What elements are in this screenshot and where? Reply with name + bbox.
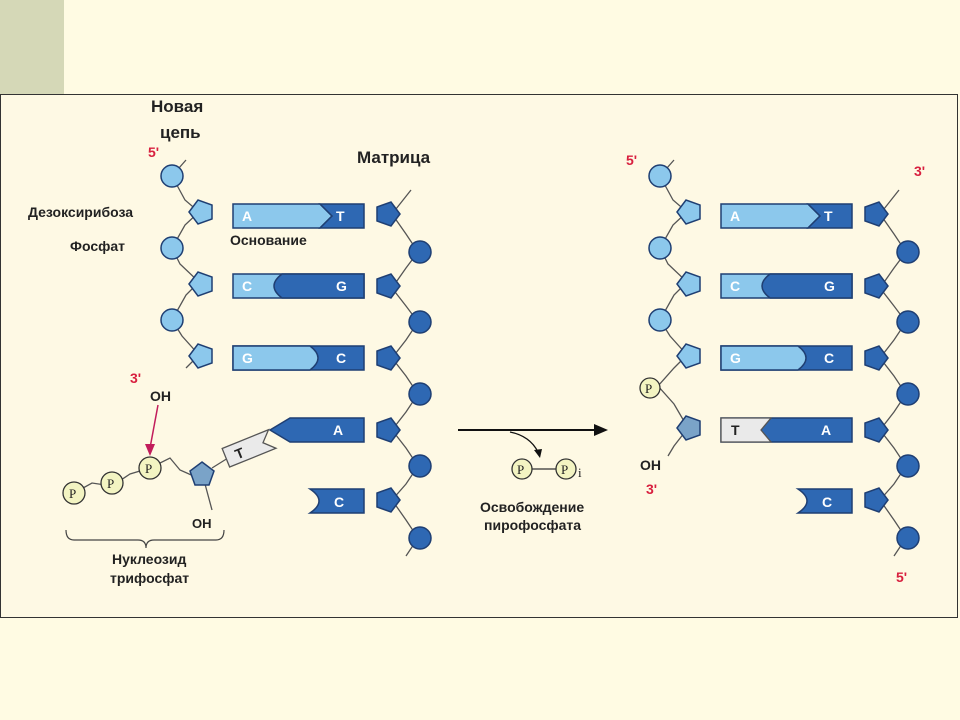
template-phosphate	[896, 454, 920, 478]
template-phosphate	[896, 240, 920, 264]
base-pair-g-c: G C	[720, 345, 853, 371]
incoming-sugar	[189, 461, 215, 486]
template-base-c: C	[307, 488, 365, 514]
phosphate-label: Фосфат	[70, 238, 125, 254]
base-pair-g-c: G C	[232, 345, 365, 371]
right-panel: P A T C G G C	[626, 152, 925, 585]
deoxyribose-label: Дезоксирибоза	[28, 204, 133, 220]
attack-arrow	[149, 404, 159, 449]
template-sugar	[376, 417, 401, 443]
new-strand-label: цепь	[160, 123, 201, 142]
base-letter: C	[336, 350, 346, 366]
base-pair-t-a: T A	[720, 417, 853, 443]
pyrophosphate-circle	[511, 458, 533, 480]
incorporated-sugar	[676, 415, 701, 441]
base-letter: C	[824, 350, 834, 366]
base-letter: C	[730, 278, 740, 294]
oh-label: OH	[192, 516, 212, 531]
template-phosphate	[408, 240, 432, 264]
phosphate-p-label: P	[69, 486, 76, 501]
base-letter: T	[824, 208, 833, 224]
base-letter: G	[730, 350, 741, 366]
phosphate-circle	[160, 164, 184, 188]
pyrophosphate-subscript: i	[578, 465, 582, 480]
pyrophosphate-circle	[555, 458, 577, 480]
template-phosphate	[408, 382, 432, 406]
pyrophosphate-p-label: P	[517, 462, 524, 477]
pyrophosphate-p-label: P	[561, 462, 568, 477]
base-letter: C	[242, 278, 252, 294]
release-label: Освобождение	[480, 499, 584, 515]
template-sugar	[864, 201, 889, 227]
base-letter: G	[824, 278, 835, 294]
template-label: Матрица	[357, 148, 431, 167]
template-sugar	[376, 345, 401, 371]
base-letter: G	[242, 350, 253, 366]
base-letter: A	[821, 422, 831, 438]
phosphate-p-circle	[62, 481, 86, 505]
phosphate-circle	[648, 308, 672, 332]
nucleoside-label: Нуклеозид	[112, 551, 187, 567]
base-pair-a-t: A T	[232, 203, 365, 229]
new-strand-label: Новая	[151, 97, 203, 116]
oh-label: OH	[640, 457, 661, 473]
attack-arrow-head	[145, 444, 155, 456]
base-pair-c-g: C G	[720, 273, 853, 299]
base-letter: C	[334, 494, 344, 510]
base-letter: T	[731, 422, 740, 438]
three-prime-label: 3'	[914, 163, 925, 179]
reaction-arrow: P P i Освобождение пирофосфата	[458, 424, 608, 533]
new-phosphate-p-circle	[639, 377, 661, 399]
phosphate-circle	[648, 236, 672, 260]
phosphate-p-label: P	[145, 461, 152, 476]
base-letter: A	[242, 208, 252, 224]
base-label: Основание	[230, 232, 307, 248]
template-sugar	[376, 487, 401, 513]
template-sugar	[864, 487, 889, 513]
template-phosphate	[408, 526, 432, 550]
release-label: пирофосфата	[484, 517, 581, 533]
base-letter: A	[333, 422, 343, 438]
triphosphate-bracket	[65, 529, 225, 549]
template-base-a: A	[268, 417, 365, 443]
nucleoside-label: трифосфат	[110, 570, 189, 586]
left-new-backbone	[171, 159, 200, 369]
phosphate-p-circle	[100, 471, 124, 495]
left-panel: A T C G G C A C	[28, 97, 432, 586]
base-letter: C	[822, 494, 832, 510]
base-letter: T	[336, 208, 345, 224]
template-phosphate	[896, 382, 920, 406]
template-phosphate	[896, 526, 920, 550]
corner-block	[0, 0, 64, 94]
five-prime-label: 5'	[896, 569, 907, 585]
phosphate-circle	[160, 236, 184, 260]
deoxyribose-pentagon	[676, 199, 701, 225]
oh-label: OH	[150, 388, 171, 404]
base-letter: A	[730, 208, 740, 224]
five-prime-label: 5'	[148, 144, 159, 160]
template-base-c: C	[795, 488, 853, 514]
base-pair-c-g: C G	[232, 273, 365, 299]
new-phosphate-p-label: P	[645, 381, 652, 396]
template-phosphate	[408, 310, 432, 334]
phosphate-p-circle	[138, 456, 162, 480]
base-letter: G	[336, 278, 347, 294]
nucleoside-triphosphate: P P P T	[62, 428, 278, 511]
phosphate-circle	[160, 308, 184, 332]
template-sugar	[864, 417, 889, 443]
three-prime-label: 3'	[130, 370, 141, 386]
deoxyribose-pentagon	[188, 199, 213, 225]
template-sugar	[864, 345, 889, 371]
phosphate-circle	[648, 164, 672, 188]
five-prime-label: 5'	[626, 152, 637, 168]
three-prime-label: 3'	[646, 481, 657, 497]
template-phosphate	[408, 454, 432, 478]
phosphate-p-label: P	[107, 476, 114, 491]
base-pair-a-t: A T	[720, 203, 853, 229]
template-sugar	[376, 201, 401, 227]
template-phosphate	[896, 310, 920, 334]
